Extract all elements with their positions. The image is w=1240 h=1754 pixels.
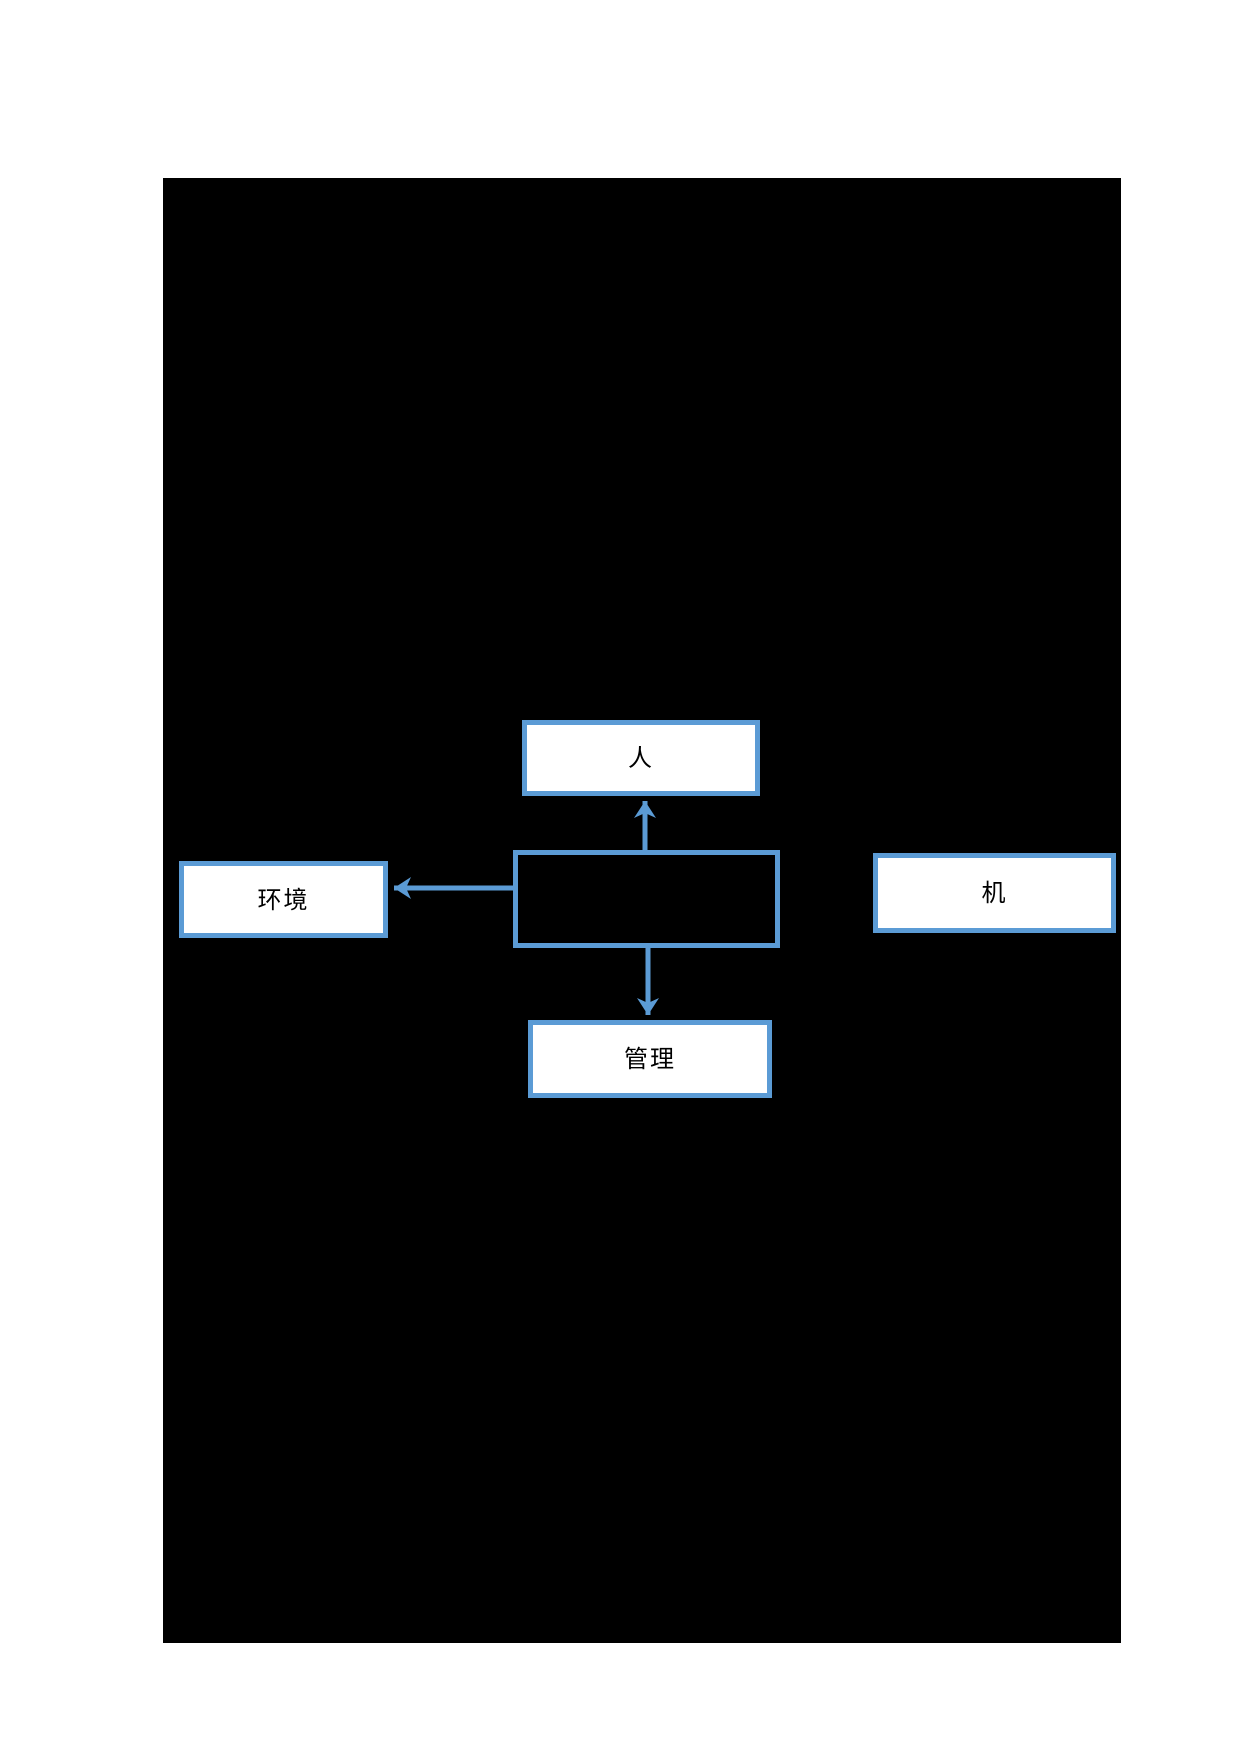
node-management-label: 管理 [624, 1045, 676, 1073]
node-management: 管理 [528, 1020, 772, 1098]
node-environment: 环境 [179, 861, 388, 938]
node-person-label: 人 [628, 744, 654, 772]
node-machine-label: 机 [981, 879, 1008, 907]
node-person: 人 [522, 720, 760, 796]
document-page: 人 环境 机 管理 [163, 178, 1121, 1643]
node-environment-label: 环境 [257, 885, 310, 914]
node-center [513, 850, 780, 948]
node-machine: 机 [873, 853, 1116, 933]
